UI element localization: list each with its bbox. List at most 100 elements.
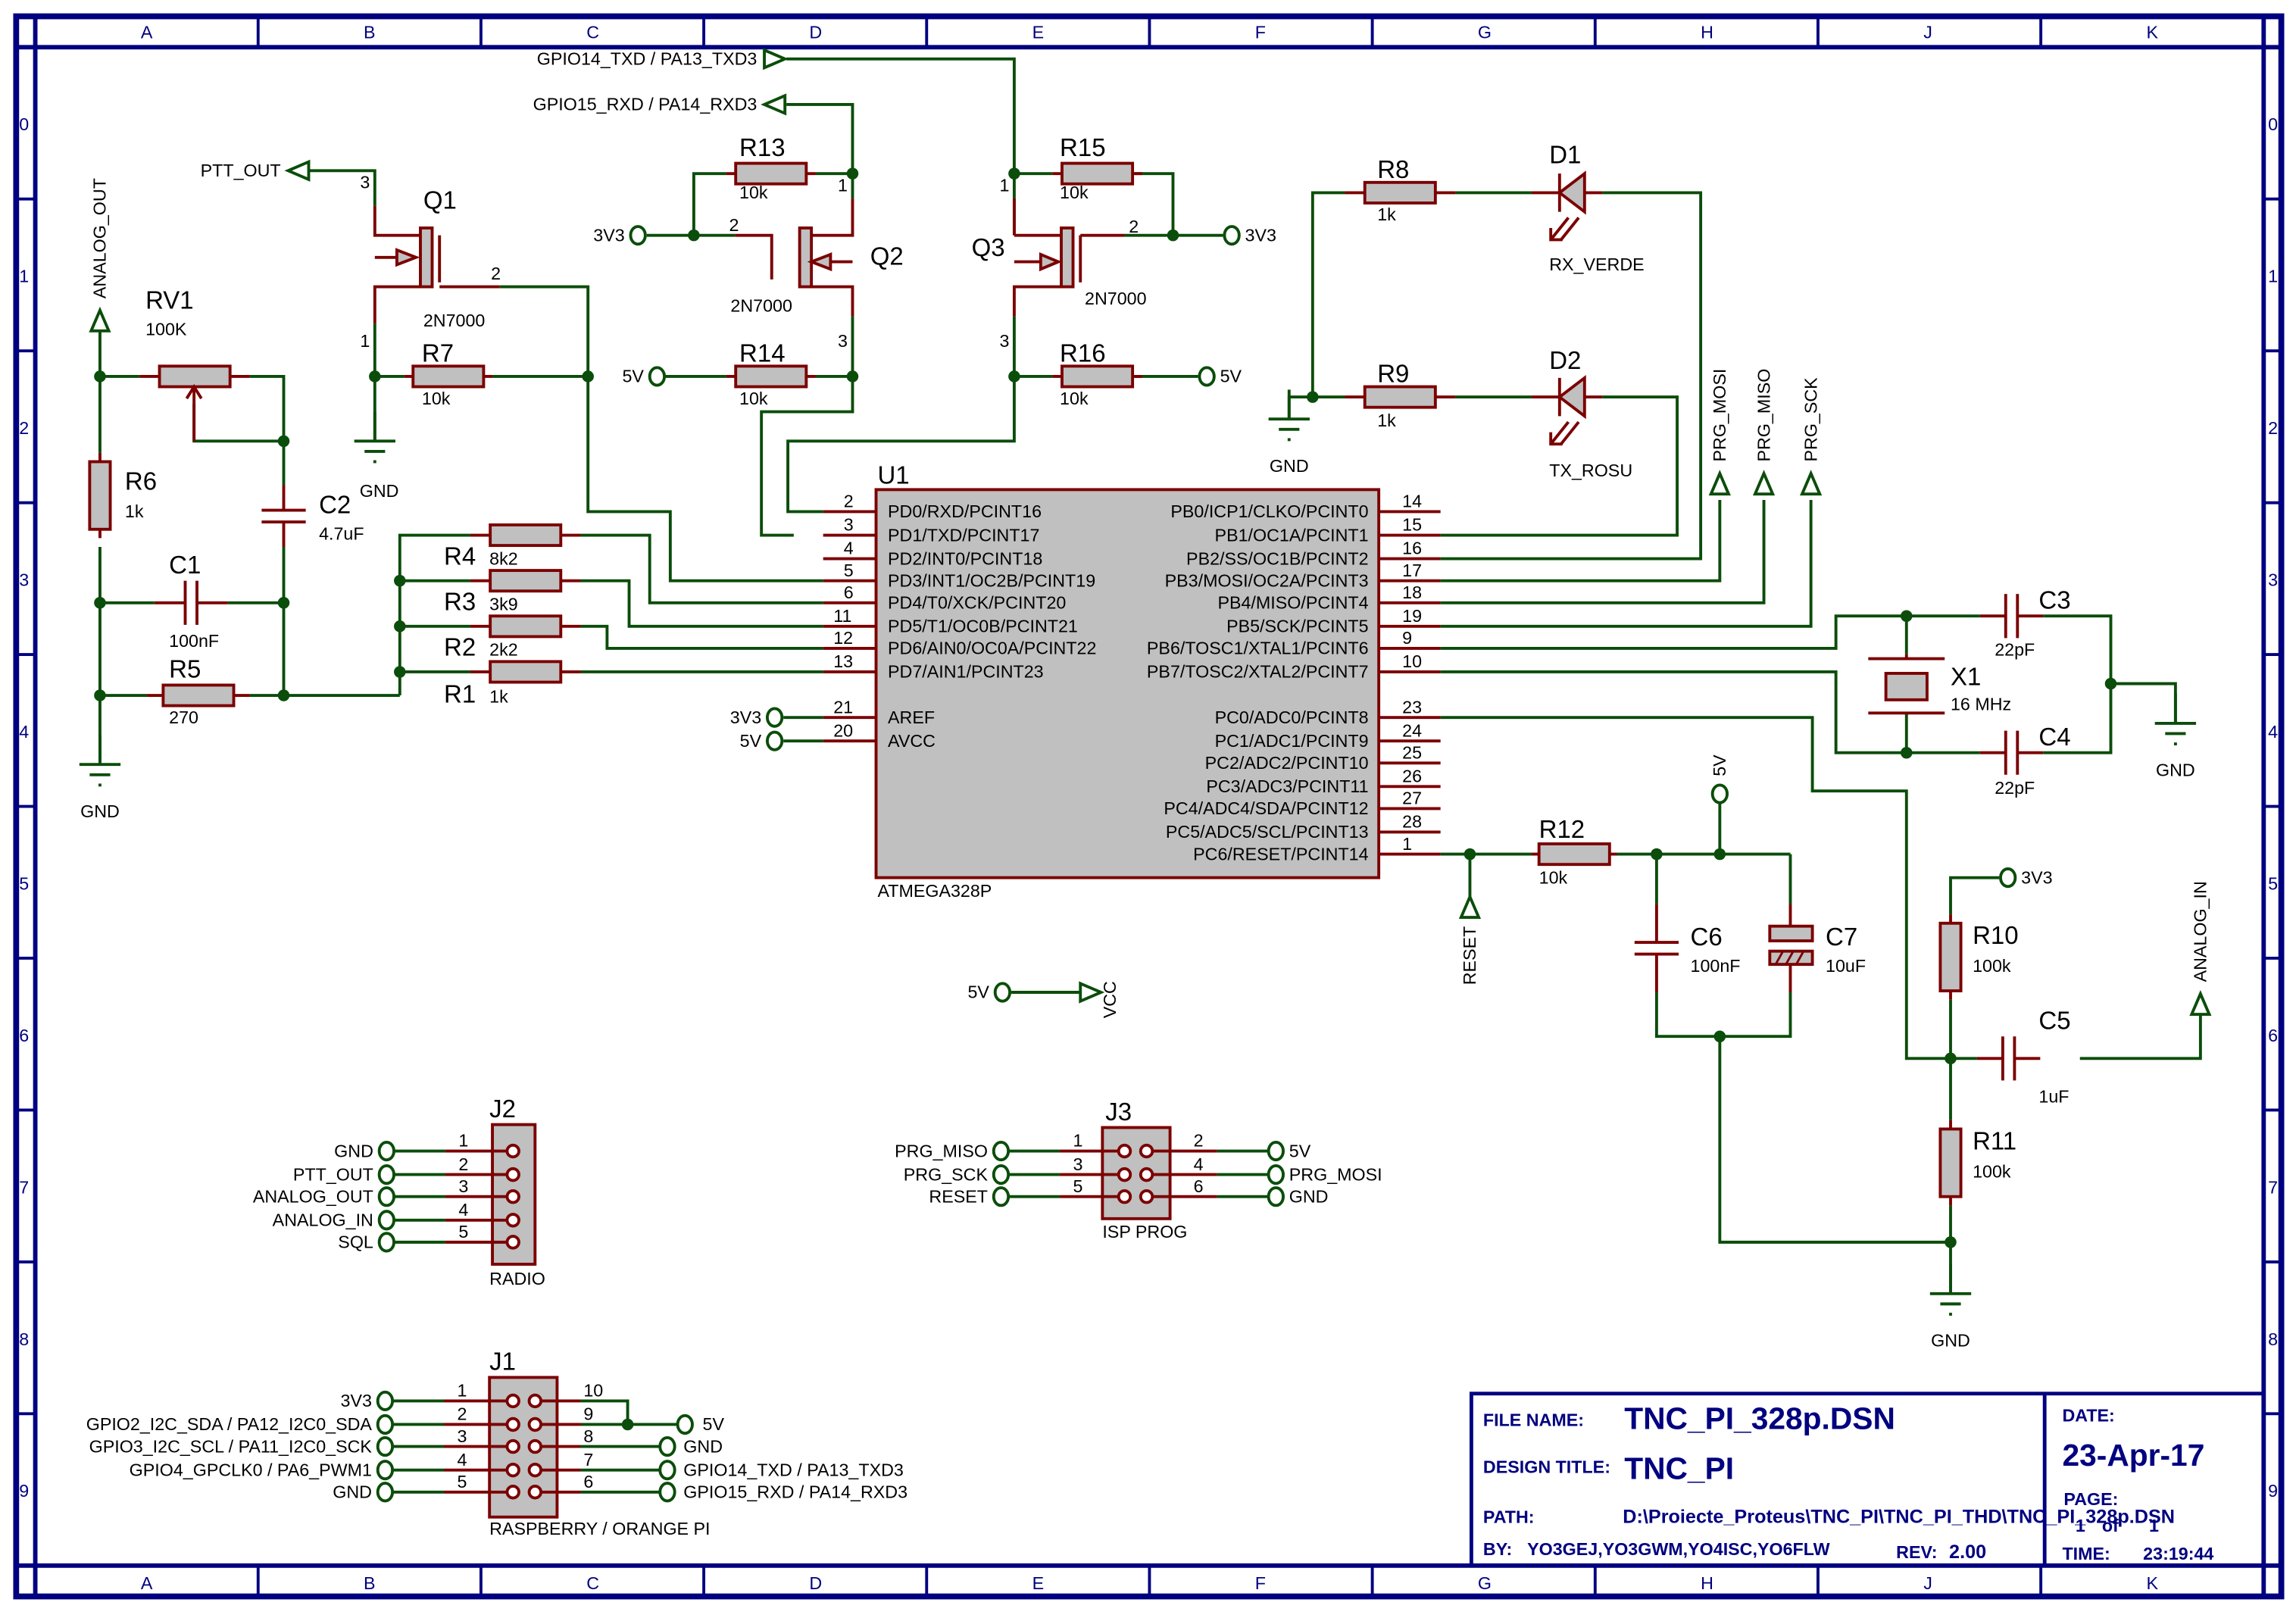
net-prg-miso[interactable]: PRG_MISO	[1752, 369, 1776, 496]
j3-connector[interactable]: J3 ISP PROG 1PRG_MISO3PRG_SCK5RESET25V4P…	[895, 1098, 1382, 1242]
r7-value: 10k	[422, 389, 451, 408]
c2-capacitor[interactable]: C24.7uF	[261, 485, 364, 548]
j3-net-terminal[interactable]: PRG_MOSI	[1267, 1164, 1382, 1185]
power-5v-r14[interactable]: 5V	[622, 366, 667, 387]
j1-connector[interactable]: J1 RASPBERRY / ORANGE PI 13V32GPIO2_I2C_…	[86, 1348, 907, 1538]
j3-net-terminal[interactable]: RESET	[929, 1186, 1011, 1207]
d1-led[interactable]: D1 RX_VERDE	[1531, 141, 1645, 275]
net-analog-out[interactable]: ANALOG_OUT	[89, 178, 111, 333]
col-label-bottom: G	[1478, 1573, 1492, 1593]
j3-net-terminal[interactable]: GND	[1267, 1186, 1329, 1207]
q1-mosfet[interactable]: Q1 2N7000 3 2 1	[360, 173, 501, 351]
power-5v-vcc[interactable]: 5V	[967, 982, 1012, 1003]
junction-dot	[394, 574, 406, 587]
q2-mosfet[interactable]: Q2 2N7000 1 2 3	[729, 175, 903, 351]
net-analog-in[interactable]: ANALOG_IN	[2189, 881, 2212, 1017]
u1-pin-number: 18	[1402, 583, 1422, 602]
j2-net-label: SQL	[338, 1232, 373, 1252]
j1-net-terminal[interactable]: GPIO2_I2C_SDA / PA12_I2C0_SDA	[86, 1413, 395, 1435]
net-prg-sck[interactable]: PRG_SCK	[1800, 377, 1823, 496]
col-label-top: H	[1701, 23, 1713, 42]
j3-net-terminal[interactable]: 5V	[1267, 1140, 1311, 1162]
power-3v3-q3[interactable]: 3V3	[1223, 225, 1276, 246]
rev-label: REV:	[1896, 1542, 1937, 1562]
net-reset[interactable]: RESET	[1458, 892, 1482, 985]
net-prg-mosi[interactable]: PRG_MOSI	[1708, 369, 1731, 496]
j1-net-terminal[interactable]: GPIO14_TXD / PA13_TXD3	[658, 1460, 904, 1481]
power-5v-avcc[interactable]: 5V	[740, 730, 784, 751]
power-3v3-aref[interactable]: 3V3	[730, 707, 784, 728]
x1-crystal[interactable]: X1 16 MHz	[1868, 654, 2011, 715]
j1-net-terminal[interactable]: GND	[333, 1482, 395, 1503]
j2-net-terminal[interactable]: SQL	[338, 1232, 395, 1253]
u1-pin-name: PB6/TOSC1/XTAL1/PCINT6	[1147, 639, 1369, 658]
junction-dot	[1307, 391, 1319, 403]
j1-net-terminal[interactable]: 3V3	[341, 1390, 395, 1412]
col-label-top: E	[1032, 23, 1045, 42]
j3-net-terminal[interactable]: PRG_MISO	[895, 1140, 1011, 1162]
j3-net-label: PRG_MOSI	[1289, 1164, 1382, 1184]
net-vcc[interactable]: VCC	[1079, 981, 1120, 1018]
j2-net-label: ANALOG_OUT	[253, 1186, 373, 1206]
j2-net-terminal[interactable]: PTT_OUT	[293, 1164, 395, 1185]
j1-net-label: GPIO4_GPCLK0 / PA6_PWM1	[130, 1460, 372, 1479]
power-3v3-r10[interactable]: 3V3	[1999, 867, 2053, 889]
net-ptt-out[interactable]: PTT_OUT	[201, 159, 311, 182]
power-5v-avcc-label: 5V	[740, 731, 762, 751]
j1-net-terminal[interactable]: GPIO15_RXD / PA14_RXD3	[658, 1482, 907, 1503]
j1-net-terminal[interactable]: 5V	[676, 1413, 725, 1435]
r12-value: 10k	[1539, 867, 1568, 887]
j3-net-terminal[interactable]: PRG_SCK	[904, 1164, 1011, 1185]
j2-net-terminal[interactable]: ANALOG_IN	[273, 1210, 395, 1231]
net-gpio15-rxd[interactable]: GPIO15_RXD / PA14_RXD3	[533, 93, 787, 116]
power-3v3-r10-label: 3V3	[2021, 867, 2052, 887]
u1-pin-number: 17	[1402, 561, 1422, 580]
j1-net-terminal[interactable]: GPIO3_I2C_SCL / PA11_I2C0_SCK	[89, 1436, 395, 1457]
j2-pin-number: 5	[458, 1222, 468, 1242]
j2-net-terminal[interactable]: ANALOG_OUT	[253, 1186, 395, 1207]
j2-connector[interactable]: J2 RADIO 1GND2PTT_OUT3ANALOG_OUT4ANALOG_…	[253, 1095, 545, 1288]
power-5v-r16[interactable]: 5V	[1198, 366, 1242, 387]
j2-net-label: GND	[334, 1141, 373, 1160]
q3-mosfet[interactable]: Q3 2N7000 1 2 3	[972, 175, 1147, 351]
j1-net-terminal[interactable]: GPIO4_GPCLK0 / PA6_PWM1	[130, 1460, 395, 1481]
j1-pin-number: 3	[457, 1426, 467, 1446]
ground-xtal: GND	[2154, 694, 2197, 780]
q3-ref: Q3	[972, 233, 1005, 261]
j2-net-terminal[interactable]: GND	[334, 1140, 395, 1162]
q1-pin-1: 1	[360, 331, 370, 351]
power-3v3-q2[interactable]: 3V3	[593, 225, 647, 246]
ground-leds: GND	[1268, 389, 1310, 476]
c4-value: 22pF	[1995, 778, 2035, 798]
u1-atmega328p[interactable]: U1 ATMEGA328P 2PD0/RXD/PCINT163PD1/TXD/P…	[823, 461, 1441, 901]
j1-net-terminal[interactable]: GND	[658, 1436, 723, 1457]
junction-dot	[94, 689, 106, 701]
c7-electrolytic[interactable]: C7 10uF	[1768, 904, 1866, 992]
d2-led[interactable]: D2 TX_ROSU	[1531, 346, 1632, 480]
net-gpio15-rxd-label: GPIO15_RXD / PA14_RXD3	[533, 95, 758, 114]
power-5v-reset[interactable]: 5V	[1710, 754, 1729, 804]
net-gpio14-txd[interactable]: GPIO14_TXD / PA13_TXD3	[537, 48, 789, 70]
